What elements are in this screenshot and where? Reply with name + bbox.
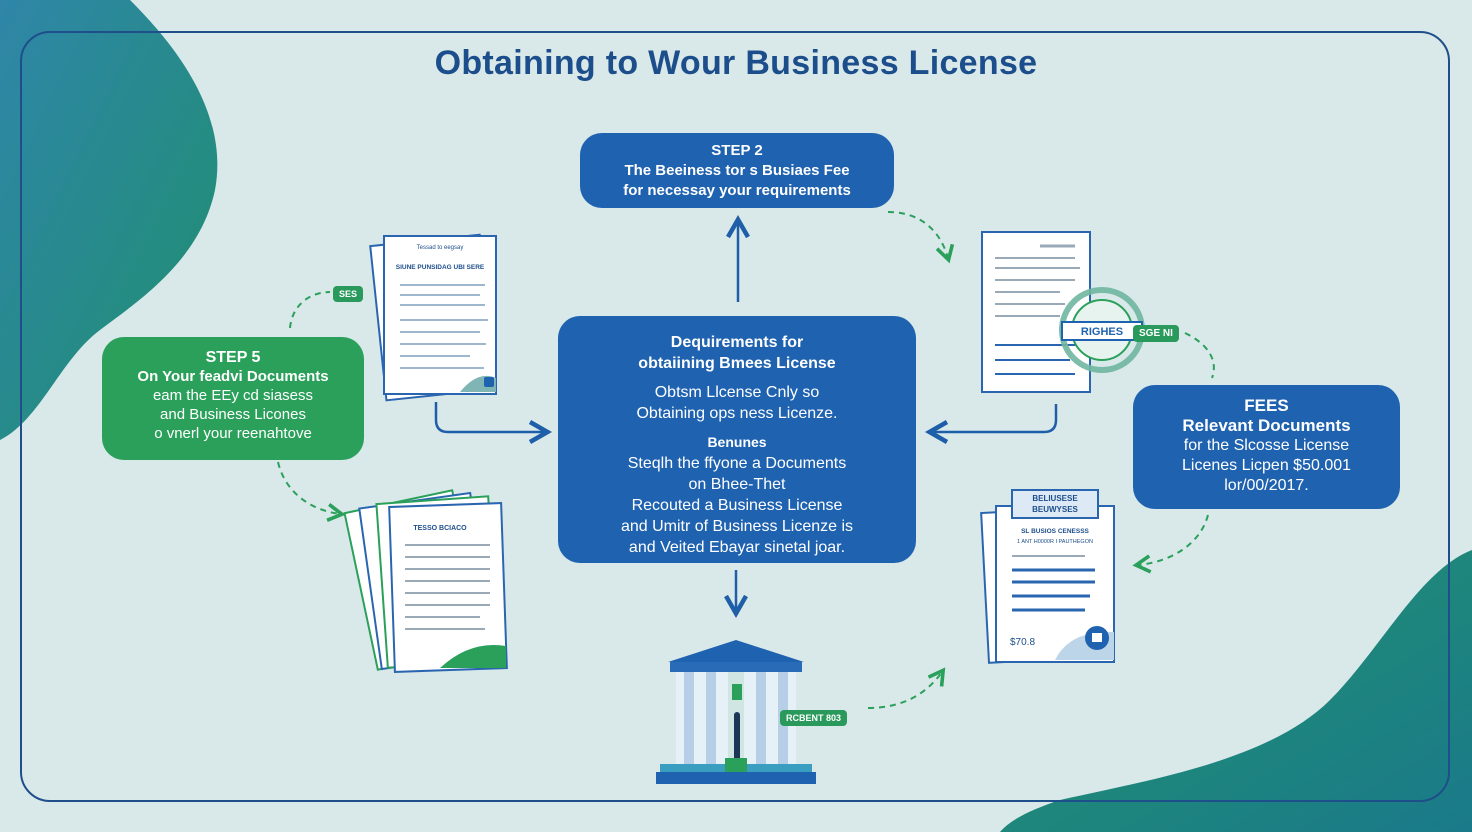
- svg-text:RIGHES: RIGHES: [1081, 326, 1123, 338]
- fees-line-2: Licenes Licpen $50.001: [1181, 457, 1352, 474]
- dashed-arrow-bank-to-doc: [867, 667, 946, 709]
- bottom-right-blob: [1000, 550, 1472, 832]
- svg-text:BEUWYSES: BEUWYSES: [1032, 505, 1078, 514]
- document-stack-bottom-left: TESSO BCIACO: [343, 489, 508, 673]
- fees-line-3: lor/00/2017.: [1224, 477, 1309, 494]
- svg-text:SIUNE PUNSIDAG UBI SERE: SIUNE PUNSIDAG UBI SERE: [396, 264, 485, 271]
- requirements-box: Dequirements for obtaiining Bmees Licens…: [558, 316, 916, 563]
- requirements-line-6: and Umitr of Business Licenze is: [620, 518, 854, 535]
- step-5-label: STEP 5: [205, 349, 261, 366]
- fees-box: FEES Relevant Documents for the Slcosse …: [1133, 385, 1400, 509]
- fees-heading: Relevant Documents: [1182, 416, 1351, 435]
- svg-text:1 ANT H0000R I PAUTHEGON: 1 ANT H0000R I PAUTHEGON: [1017, 539, 1093, 545]
- dashed-arrow-step5-up: [289, 291, 331, 329]
- fees-line-1: for the Slcosse License: [1183, 437, 1350, 454]
- requirements-line-4: on Bhee-Thet: [688, 476, 786, 493]
- step-5-box: STEP 5 On Your feadvi Documents eam the …: [102, 337, 364, 460]
- requirements-heading-2: obtaiining Bmees License: [638, 355, 836, 372]
- requirements-line-3: Steqlh the ffyone a Documents: [627, 455, 847, 472]
- tag-bank: RCBENT 803: [780, 710, 848, 726]
- svg-text:BELIUSESE: BELIUSESE: [1032, 494, 1078, 503]
- requirements-line-1: Obtsm Llcense Cnly so: [654, 384, 820, 401]
- document-top-right: RIGHES: [981, 231, 1145, 393]
- step-5-line-3: and Business Licones: [160, 406, 306, 423]
- document-top-left: Tessad to eegsay SIUNE PUNSIDAG UBI SERE: [369, 233, 497, 402]
- page-title: Obtaining to Wour Business License: [434, 44, 1038, 82]
- top-left-blob: [0, 0, 218, 440]
- step-2-label: STEP 2: [711, 142, 763, 159]
- arrow-left-doc-to-center: [434, 402, 553, 444]
- requirements-line-7: and Veited Ebayar sinetal joar.: [628, 539, 846, 556]
- dashed-arrow-fees-down: [1132, 514, 1209, 574]
- document-bottom-right: BELIUSESE BEUWYSES SL BUSIOS CENESSS 1 A…: [980, 489, 1115, 664]
- requirements-line-2: Obtaining ops ness Licenze.: [636, 405, 838, 422]
- tag-left-document: SES: [333, 286, 364, 302]
- step-2-line-1: The Beeiness tor s Busiaes Fee: [624, 162, 850, 179]
- dashed-arrow-step5-down: [277, 461, 346, 523]
- dashed-arrow-step2-to-doc: [887, 211, 955, 264]
- requirements-line-5: Recouted a Business License: [631, 497, 843, 514]
- fees-label: FEES: [1244, 396, 1289, 415]
- svg-text:$70.8: $70.8: [1010, 637, 1035, 648]
- requirements-subheading: Benunes: [707, 434, 767, 450]
- arrow-right-doc-to-center: [924, 404, 1058, 444]
- step-2-line-2: for necessay your requirements: [623, 182, 851, 199]
- dashed-arrow-right-tag: [1184, 332, 1215, 379]
- tag-right-document: SGE NI: [1133, 325, 1179, 342]
- step-2-box: STEP 2 The Beeiness tor s Busiaes Fee fo…: [580, 133, 894, 208]
- step-5-line-1: On Your feadvi Documents: [137, 368, 329, 385]
- svg-text:SL BUSIOS CENESSS: SL BUSIOS CENESSS: [1021, 528, 1089, 535]
- content-frame: [20, 31, 1450, 802]
- svg-text:TESSO BCIACO: TESSO BCIACO: [413, 525, 467, 532]
- step-5-line-2: eam the EEy cd siasess: [152, 387, 314, 404]
- svg-text:Tessad to eegsay: Tessad to eegsay: [417, 245, 464, 251]
- requirements-heading-1: Dequirements for: [670, 334, 804, 351]
- step-5-line-4: o vnerl your reenahtove: [154, 425, 312, 442]
